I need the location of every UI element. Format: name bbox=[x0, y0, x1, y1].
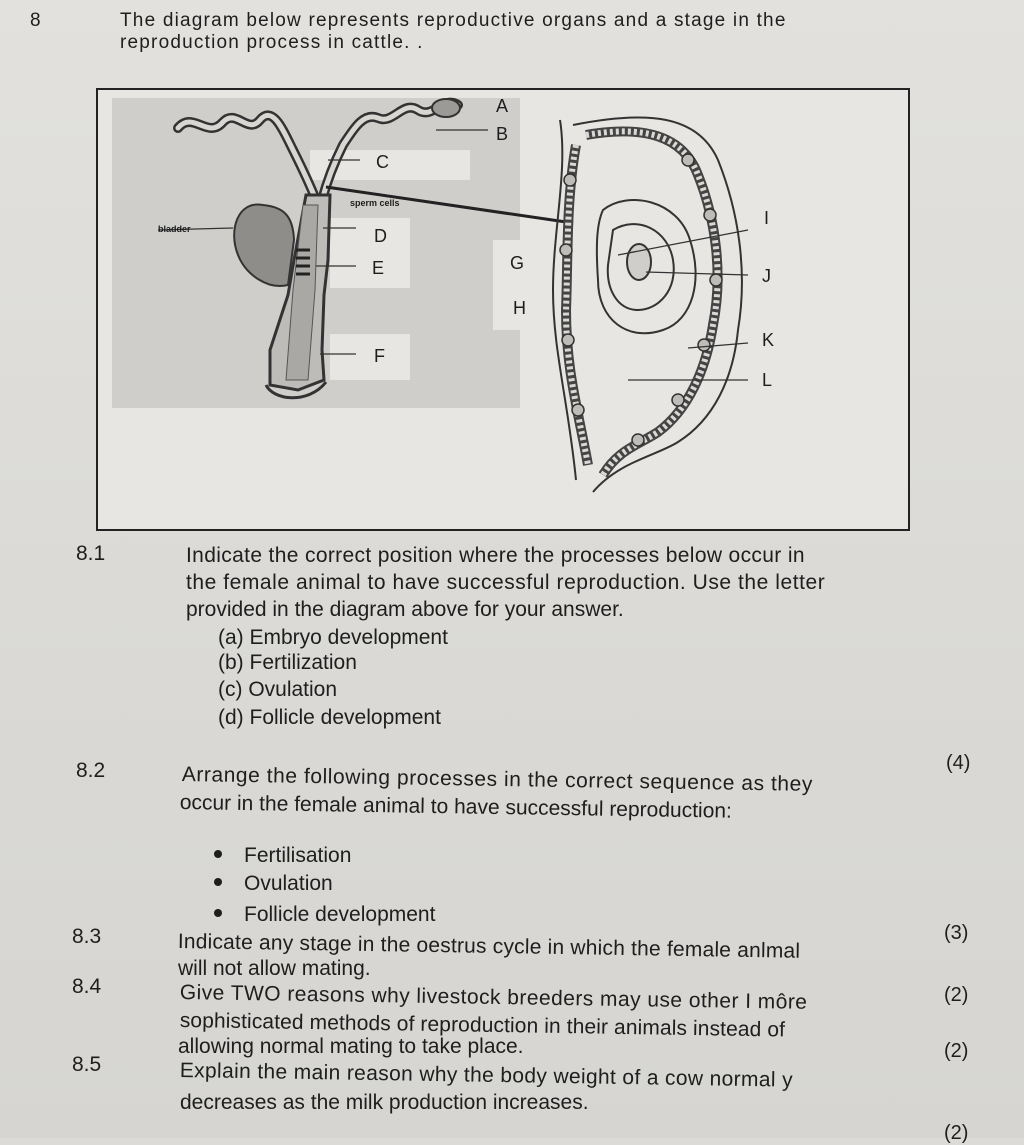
label-g: G bbox=[510, 253, 525, 273]
label-l: L bbox=[762, 370, 773, 390]
label-j: J bbox=[762, 266, 771, 286]
question-intro-line2: reproduction process in cattle. . bbox=[120, 32, 424, 53]
label-i: I bbox=[764, 208, 770, 228]
vulva bbox=[264, 381, 328, 400]
q8-2-bullet-2: Ovulation bbox=[214, 872, 333, 896]
label-e: E bbox=[372, 258, 385, 278]
q8-3-marks: (2) bbox=[944, 984, 969, 1006]
label-k: K bbox=[762, 330, 775, 350]
q8-2-bullet-2-text: Ovulation bbox=[244, 872, 333, 895]
q8-1-number: 8.1 bbox=[76, 542, 106, 565]
bullet-dot bbox=[214, 909, 222, 918]
label-box-gh bbox=[493, 240, 533, 330]
q8-1-line3: provided in the diagram above for your a… bbox=[186, 598, 624, 621]
embryo bbox=[626, 243, 652, 281]
question-intro-line1: The diagram below represents reproductiv… bbox=[120, 10, 787, 31]
q8-3-number: 8.3 bbox=[72, 925, 102, 948]
label-d: D bbox=[374, 226, 387, 246]
q8-1-line1: Indicate the correct position where the … bbox=[186, 544, 805, 567]
bullet-dot bbox=[214, 850, 222, 859]
uterus-cross-section bbox=[551, 116, 743, 493]
q8-2-bullet-1: Fertilisation bbox=[214, 844, 351, 868]
q8-4-number: 8.4 bbox=[72, 975, 102, 998]
label-box-f bbox=[330, 334, 410, 380]
q8-1-marks: (4) bbox=[946, 752, 971, 774]
q8-5-marks: (2) bbox=[944, 1122, 969, 1144]
q8-2-bullet-3-text: Follicle development bbox=[244, 903, 436, 926]
q8-4-marks: (2) bbox=[944, 1040, 969, 1062]
q8-1-item-b: (b) Fertilization bbox=[218, 651, 357, 674]
label-c: C bbox=[376, 152, 389, 172]
label-b: B bbox=[496, 124, 509, 144]
q8-3-line2: will not allow mating. bbox=[178, 957, 371, 980]
q8-2-bullet-1-text: Fertilisation bbox=[244, 844, 352, 867]
q8-4-line3: allowing normal mating to take place. bbox=[178, 1035, 524, 1058]
question-number: 8 bbox=[30, 10, 41, 31]
q8-2-number: 8.2 bbox=[76, 759, 106, 782]
q8-5-number: 8.5 bbox=[72, 1053, 102, 1076]
q8-1-line2: the female animal to have successful rep… bbox=[186, 571, 826, 594]
label-h: H bbox=[513, 298, 526, 318]
q8-2-bullet-3: Follicle development bbox=[214, 903, 435, 927]
label-bladder: bladder bbox=[158, 224, 191, 234]
ovary bbox=[431, 98, 461, 118]
q8-1-item-c: (c) Ovulation bbox=[218, 678, 338, 701]
bullet-dot bbox=[214, 878, 222, 887]
cervix bbox=[296, 248, 310, 276]
label-box-de bbox=[330, 218, 410, 288]
left-leader-lines bbox=[157, 129, 488, 355]
label-sperm-cells: sperm cells bbox=[350, 198, 400, 208]
right-leader-lines bbox=[617, 229, 749, 381]
label-f: F bbox=[374, 346, 385, 366]
q8-1-item-a: (a) Embryo development bbox=[218, 626, 448, 649]
q8-5-line2: decreases as the milk production increas… bbox=[180, 1091, 589, 1114]
q8-1-item-d: (d) Follicle development bbox=[218, 706, 441, 729]
reproductive-organs-diagram: A B C D E F G H I J K L bladder sperm ce… bbox=[96, 88, 910, 531]
q8-2-marks: (3) bbox=[944, 922, 969, 944]
bladder-shape bbox=[233, 203, 296, 287]
q8-5-line1: Explain the main reason why the body wei… bbox=[179, 1058, 794, 1092]
label-a: A bbox=[496, 96, 509, 116]
diagram-illustration bbox=[112, 97, 749, 493]
sperm-cells-line bbox=[325, 185, 574, 225]
